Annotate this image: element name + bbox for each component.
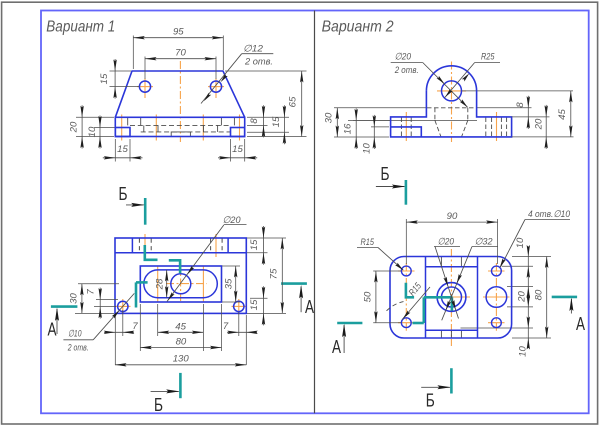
svg-text:45: 45 <box>557 109 568 120</box>
svg-text:Б: Б <box>426 391 435 411</box>
svg-text:95: 95 <box>173 27 184 38</box>
svg-text:Вариант 1: Вариант 1 <box>46 19 115 36</box>
svg-text:45: 45 <box>175 321 186 332</box>
svg-text:15: 15 <box>117 144 128 155</box>
svg-text:∅32: ∅32 <box>475 236 494 247</box>
svg-text:R15: R15 <box>361 237 375 248</box>
svg-text:20: 20 <box>516 291 527 303</box>
svg-text:4 отв.∅10: 4 отв.∅10 <box>528 209 571 220</box>
svg-text:А: А <box>332 337 341 357</box>
svg-text:35: 35 <box>223 278 234 289</box>
svg-text:20: 20 <box>68 121 79 133</box>
svg-text:∅20: ∅20 <box>223 215 242 226</box>
svg-text:∅20: ∅20 <box>395 51 412 62</box>
svg-text:Вариант 2: Вариант 2 <box>322 19 394 36</box>
svg-text:2 отв.: 2 отв. <box>244 56 273 67</box>
svg-text:8: 8 <box>249 118 260 124</box>
svg-text:15: 15 <box>249 239 260 250</box>
svg-text:7: 7 <box>132 321 138 332</box>
svg-text:10: 10 <box>515 237 526 248</box>
svg-text:28: 28 <box>154 278 165 290</box>
svg-text:15: 15 <box>232 144 243 155</box>
svg-text:Б: Б <box>381 164 390 184</box>
svg-text:8: 8 <box>515 102 526 108</box>
svg-text:20: 20 <box>533 118 544 130</box>
svg-text:А: А <box>305 297 314 317</box>
svg-text:∅10: ∅10 <box>68 329 82 340</box>
svg-text:15: 15 <box>99 73 110 84</box>
svg-text:80: 80 <box>176 337 187 348</box>
svg-text:15: 15 <box>249 299 260 310</box>
svg-text:15: 15 <box>271 116 282 127</box>
svg-text:∅20: ∅20 <box>438 236 455 247</box>
svg-text:80: 80 <box>533 289 544 300</box>
svg-text:50: 50 <box>362 291 373 302</box>
svg-text:2 отв.: 2 отв. <box>67 343 89 354</box>
svg-text:А: А <box>48 320 57 340</box>
svg-text:7: 7 <box>223 321 229 332</box>
svg-text:90: 90 <box>447 211 458 222</box>
svg-text:65: 65 <box>287 96 298 107</box>
svg-text:10: 10 <box>361 143 372 154</box>
svg-text:Б: Б <box>119 184 128 204</box>
svg-text:А: А <box>576 314 585 334</box>
svg-text:Б: Б <box>154 395 163 415</box>
svg-text:30: 30 <box>323 112 334 123</box>
svg-text:70: 70 <box>175 48 186 59</box>
svg-text:R25: R25 <box>481 51 495 62</box>
svg-text:10: 10 <box>87 126 98 137</box>
svg-text:75: 75 <box>268 268 279 279</box>
svg-text:∅12: ∅12 <box>243 43 264 54</box>
svg-text:10: 10 <box>517 346 528 357</box>
svg-text:7: 7 <box>85 289 96 295</box>
svg-text:16: 16 <box>342 123 353 134</box>
svg-text:130: 130 <box>173 353 190 364</box>
svg-text:30: 30 <box>68 293 79 304</box>
svg-text:2 отв.: 2 отв. <box>394 65 419 76</box>
